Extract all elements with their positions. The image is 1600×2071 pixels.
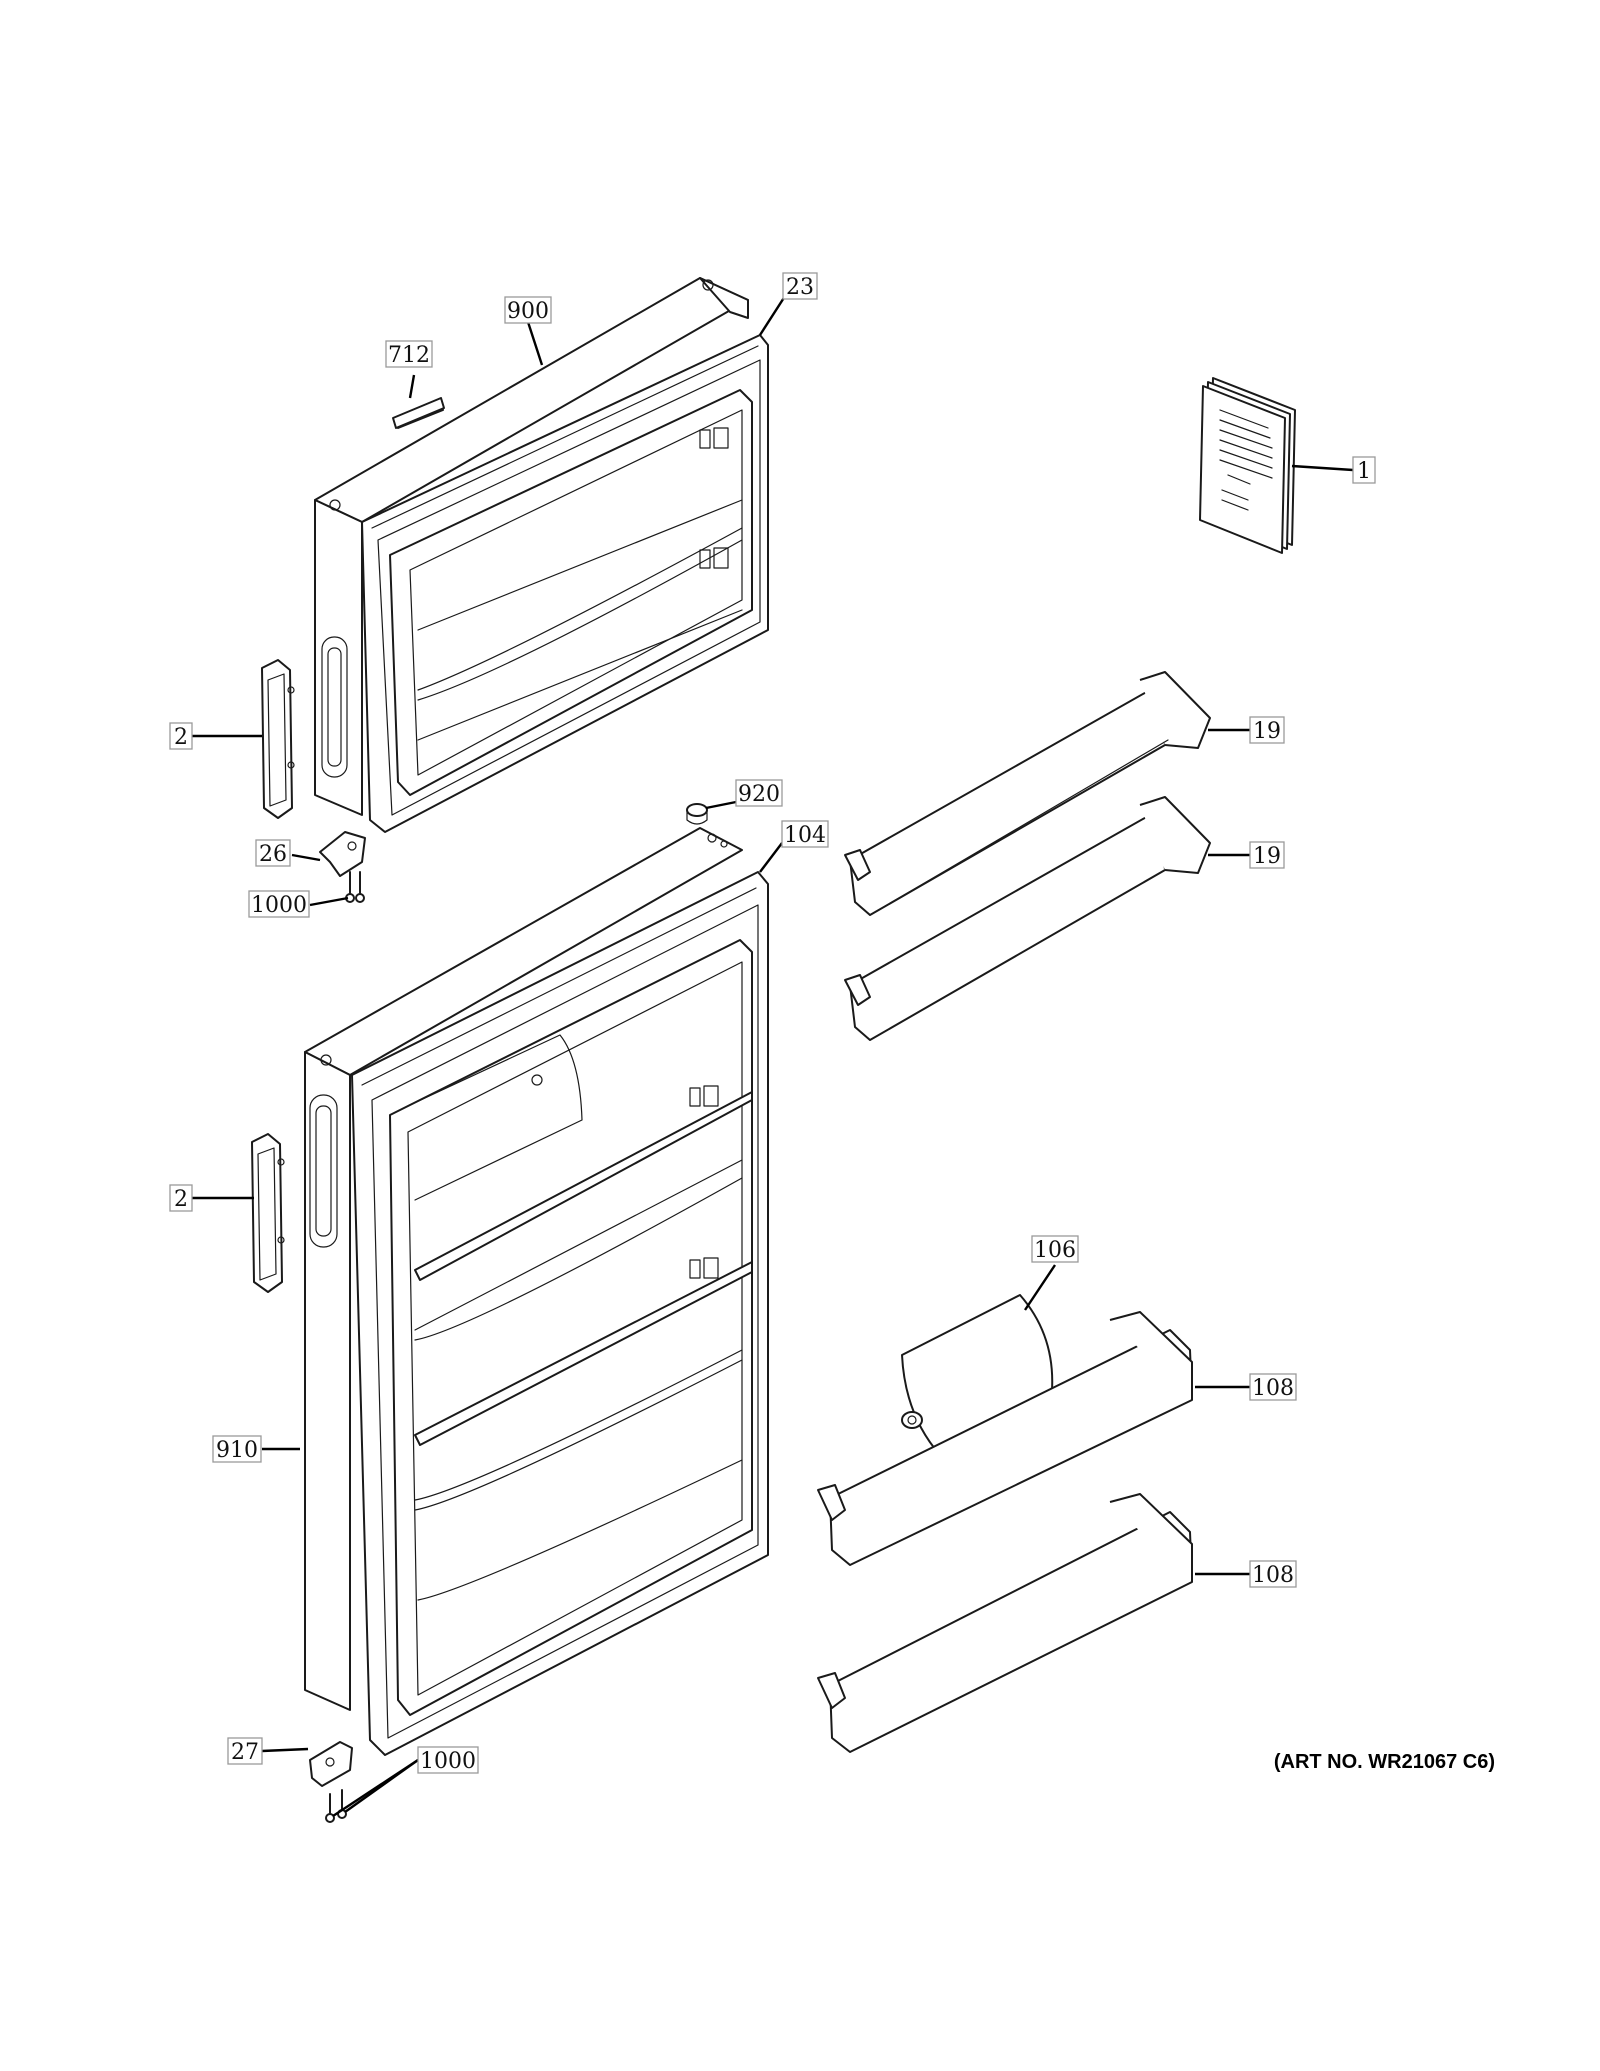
- callout-1000-lower: 1000: [417, 1746, 479, 1774]
- callout-1: 1: [1352, 456, 1376, 484]
- callout-2-lower: 2: [169, 1184, 193, 1212]
- callout-108-lower: 108: [1249, 1560, 1297, 1588]
- callout-27-text: 27: [231, 1740, 259, 1765]
- callout-106: 106: [1031, 1235, 1079, 1263]
- leader-lines: [191, 292, 1354, 1818]
- callout-712: 712: [385, 340, 433, 368]
- callout-2-upper: 2: [169, 722, 193, 750]
- callout-106-text: 106: [1034, 1238, 1076, 1263]
- gallon-bin-lower: [817, 1493, 1193, 1753]
- callout-900-text: 900: [507, 299, 549, 324]
- callout-23: 23: [782, 272, 818, 300]
- callout-108-upper-text: 108: [1252, 1376, 1294, 1401]
- hinge-bracket-lower: [309, 1741, 353, 1823]
- callout-26: 26: [255, 839, 291, 867]
- callout-2-lower-text: 2: [174, 1187, 188, 1212]
- callout-19-upper-text: 19: [1253, 719, 1281, 744]
- art-number: (ART NO. WR21067 C6): [1274, 1751, 1495, 1773]
- callout-1000-upper: 1000: [248, 890, 310, 918]
- callout-910-text: 910: [216, 1438, 258, 1463]
- owners-manual: [1199, 377, 1296, 554]
- callout-108-upper: 108: [1249, 1373, 1297, 1401]
- callout-19-upper: 19: [1249, 716, 1285, 744]
- hinge-bracket-upper: [319, 831, 366, 903]
- callout-104-text: 104: [784, 823, 826, 848]
- callout-920-text: 920: [738, 782, 780, 807]
- callout-910: 910: [212, 1435, 262, 1463]
- door-bin-upper-1: [844, 671, 1211, 916]
- gallon-bin-upper: [817, 1311, 1193, 1566]
- callout-108-lower-text: 108: [1252, 1563, 1294, 1588]
- callout-2-upper-text: 2: [174, 725, 188, 750]
- callout-19-lower: 19: [1249, 841, 1285, 869]
- door-handle-lower: [251, 1133, 285, 1293]
- label-plate: [392, 397, 445, 429]
- callout-1-text: 1: [1357, 459, 1371, 484]
- callout-1000-upper-text: 1000: [251, 893, 307, 918]
- callout-1000-lower-text: 1000: [420, 1749, 476, 1774]
- callout-920: 920: [735, 779, 783, 807]
- callout-712-text: 712: [388, 343, 430, 368]
- callout-23-text: 23: [786, 275, 814, 300]
- callout-104: 104: [781, 820, 829, 848]
- callout-900: 900: [504, 296, 552, 324]
- callout-19-lower-text: 19: [1253, 844, 1281, 869]
- freezer-door: [314, 277, 769, 833]
- door-handle-upper: [261, 659, 295, 819]
- door-stop-button: [686, 803, 708, 825]
- callout-26-text: 26: [259, 842, 287, 867]
- fresh-food-door: [304, 827, 769, 1756]
- door-bin-upper-2: [844, 796, 1211, 1041]
- callout-27: 27: [227, 1737, 263, 1765]
